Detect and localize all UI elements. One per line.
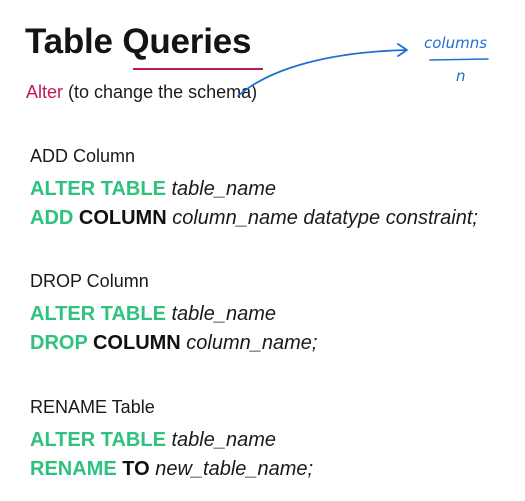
section-drop-column: DROP Column ALTER TABLE table_name DROP …: [30, 271, 318, 358]
section-add-column: ADD Column ALTER TABLE table_name ADD CO…: [30, 146, 478, 233]
sql-identifier: column_name;: [180, 332, 318, 354]
sql-keyword: ADD: [30, 207, 74, 229]
subtitle: Alter (to change the schema): [26, 82, 257, 104]
sql-identifier: new_table_name;: [149, 458, 314, 480]
sql-identifier: table_name: [165, 429, 276, 451]
sql-keyword-secondary: COLUMN: [73, 207, 167, 229]
sql-identifier: column_name datatype constraint;: [166, 207, 478, 229]
subtitle-keyword: Alter: [26, 82, 64, 102]
section-title: ADD Column: [30, 146, 136, 166]
code-line: ALTER TABLE table_name: [30, 300, 318, 329]
sql-keyword: DROP: [30, 332, 88, 354]
annotation-fraction-bar: [429, 58, 489, 61]
code-line: RENAME TO new_table_name;: [30, 455, 313, 484]
sql-keyword-secondary: TO: [116, 458, 150, 480]
code-line: ALTER TABLE table_name: [30, 426, 313, 455]
sql-keyword: RENAME: [30, 458, 117, 480]
section-rename-table: RENAME Table ALTER TABLE table_name RENA…: [30, 397, 313, 484]
subtitle-description: (to change the schema): [63, 82, 258, 102]
annotation-letter: n: [456, 67, 466, 85]
section-title: RENAME Table: [30, 397, 155, 417]
code-line: ADD COLUMN column_name datatype constrai…: [30, 204, 478, 233]
title-underline: [133, 68, 263, 70]
sql-keyword: ALTER TABLE: [30, 303, 166, 325]
sql-identifier: table_name: [165, 303, 276, 325]
annotation-word: columns: [424, 34, 488, 52]
sql-identifier: table_name: [165, 178, 276, 200]
annotation-arrow: [237, 49, 407, 97]
sql-keyword: ALTER TABLE: [30, 178, 166, 200]
sql-keyword-secondary: COLUMN: [87, 332, 181, 354]
sql-keyword: ALTER TABLE: [30, 429, 166, 451]
code-line: DROP COLUMN column_name;: [30, 329, 318, 358]
code-line: ALTER TABLE table_name: [30, 175, 478, 204]
section-title: DROP Column: [30, 271, 149, 291]
annotation-arrowhead: [397, 43, 408, 57]
page-title: Table Queries: [25, 22, 252, 61]
